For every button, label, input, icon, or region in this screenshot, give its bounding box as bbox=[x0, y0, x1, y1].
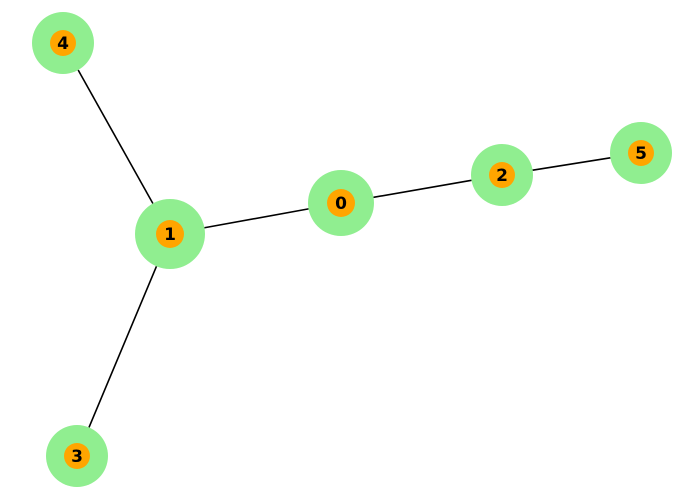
graph-node-0[interactable]: 0 bbox=[308, 170, 374, 236]
graph-edge-4-1 bbox=[77, 69, 154, 204]
graph-node-2[interactable]: 2 bbox=[471, 144, 533, 206]
graph-edge-1-0 bbox=[204, 208, 309, 229]
node-inner-circle-0 bbox=[327, 189, 355, 217]
node-inner-circle-3 bbox=[64, 443, 90, 469]
graph-edge-0-2 bbox=[373, 179, 472, 199]
node-label-1: 1 bbox=[164, 225, 176, 245]
node-label-5: 5 bbox=[635, 144, 647, 164]
node-inner-circle-1 bbox=[156, 220, 184, 248]
node-label-0: 0 bbox=[335, 194, 347, 214]
node-label-4: 4 bbox=[57, 34, 69, 54]
edge-layer bbox=[77, 69, 611, 428]
graph-edge-1-3 bbox=[88, 265, 158, 428]
graph-node-4[interactable]: 4 bbox=[32, 12, 94, 74]
graph-edge-2-5 bbox=[532, 157, 611, 171]
graph-node-1[interactable]: 1 bbox=[135, 199, 205, 269]
node-inner-circle-5 bbox=[628, 140, 654, 166]
node-inner-circle-2 bbox=[489, 162, 515, 188]
node-label-3: 3 bbox=[71, 447, 83, 467]
node-inner-circle-4 bbox=[50, 30, 76, 56]
node-label-2: 2 bbox=[496, 166, 508, 186]
graph-node-5[interactable]: 5 bbox=[610, 122, 672, 184]
graph-node-3[interactable]: 3 bbox=[46, 425, 108, 487]
node-layer: 0 1 2 3 4 5 bbox=[32, 12, 672, 487]
